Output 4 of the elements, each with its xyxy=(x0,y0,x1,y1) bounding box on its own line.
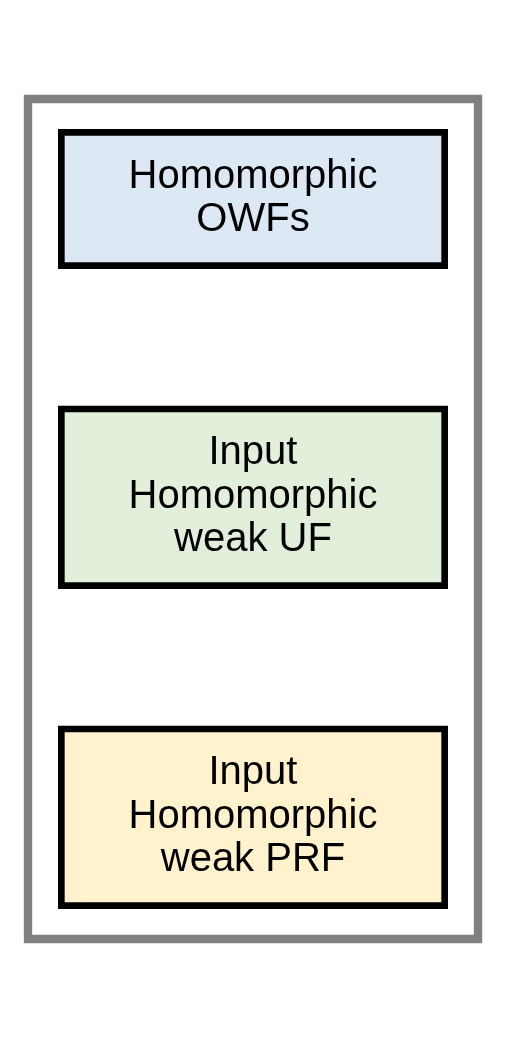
node-box: Input Homomorphic weak UF xyxy=(58,405,448,589)
cluster xyxy=(23,94,483,944)
node-box: Homomorphic OWFs xyxy=(58,129,448,269)
node-box: Input Homomorphic weak PRF xyxy=(58,725,448,909)
